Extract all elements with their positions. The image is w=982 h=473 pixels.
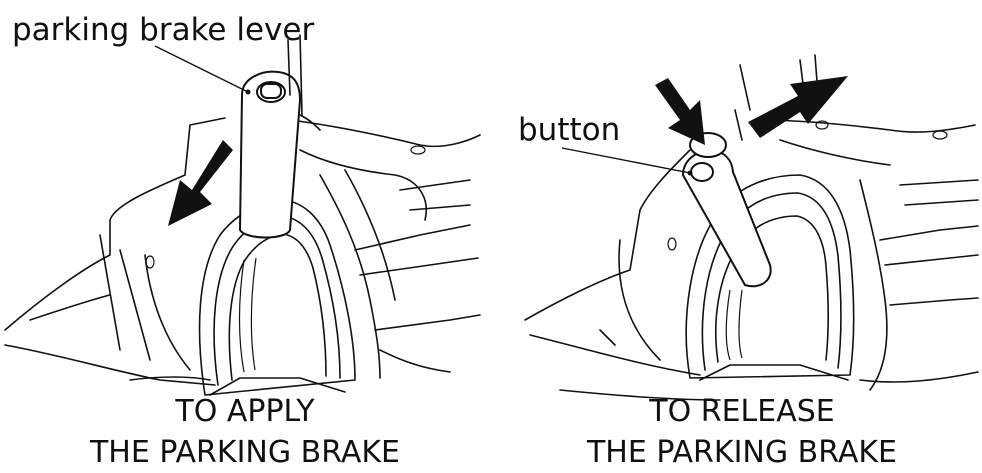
release-caption-line2: THE PARKING BRAKE — [586, 435, 897, 470]
parking-brake-lever-label: parking brake lever — [12, 12, 314, 48]
apply-illustration — [4, 34, 481, 396]
apply-arrow-icon — [168, 140, 233, 226]
button-label: button — [518, 112, 620, 148]
lever-leader-line — [154, 45, 249, 93]
release-caption-line1: TO RELEASE — [648, 394, 834, 429]
release-arrow-icon — [748, 76, 848, 138]
release-button — [690, 162, 714, 182]
release-illustration — [524, 54, 979, 401]
parking-brake-lever-released — [681, 148, 772, 288]
apply-caption-line1: TO APPLY — [174, 394, 315, 429]
press-button-arrow-icon — [655, 78, 705, 145]
parking-brake-lever — [238, 70, 302, 239]
apply-caption-line2: THE PARKING BRAKE — [89, 435, 400, 470]
button-leader-line — [561, 147, 691, 174]
